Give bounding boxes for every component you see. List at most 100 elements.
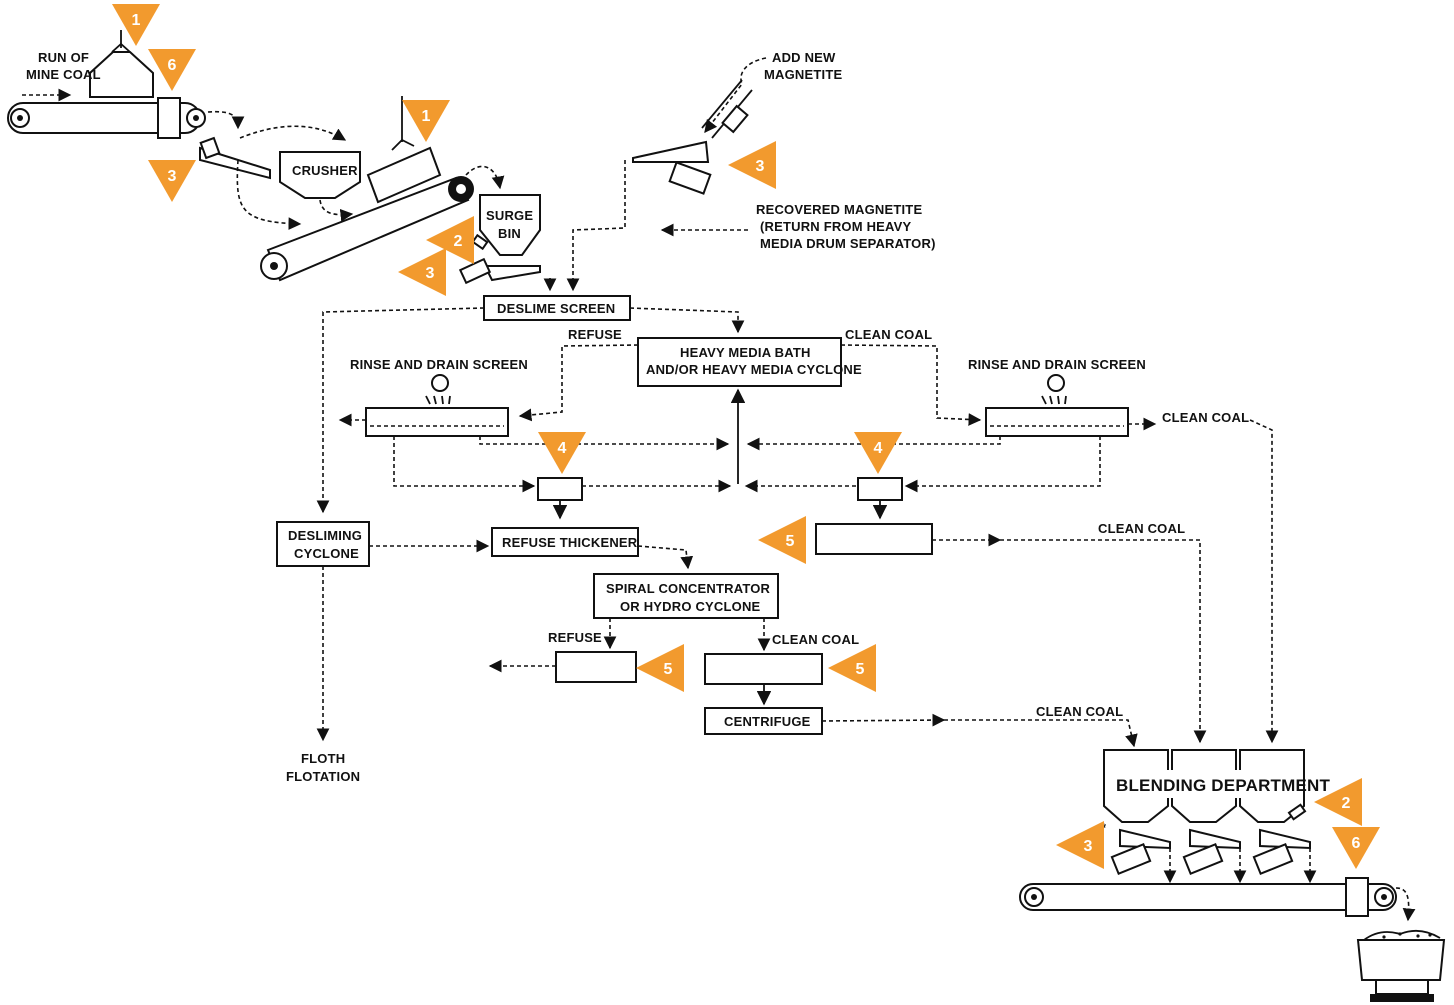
- clean-coal-label-low: CLEAN COAL: [772, 632, 859, 647]
- clean-coal-label-bottom: CLEAN COAL: [1036, 704, 1123, 719]
- heavy-media-label-2: AND/OR HEAVY MEDIA CYCLONE: [646, 362, 862, 377]
- clean-coal-label-top: CLEAN COAL: [845, 327, 932, 342]
- marker-m3a-triangle: [148, 160, 196, 202]
- magnetic-separator-block: [157, 97, 181, 139]
- vibrating-feeder-1: [199, 136, 271, 180]
- clean-coal-label-right: CLEAN COAL: [1162, 410, 1249, 425]
- vacuum-filter-1[interactable]: [815, 523, 933, 555]
- marker-m2b-number: 2: [1342, 795, 1351, 812]
- marker-m6b-number: 6: [1352, 835, 1361, 852]
- add-magnetite-label-1: ADD NEW: [772, 50, 836, 65]
- inclined-conveyor: [260, 176, 474, 282]
- marker-m1a-triangle: [112, 4, 160, 46]
- refuse-label-low: REFUSE: [548, 630, 602, 645]
- centrifuge-label: CENTRIFUGE: [724, 714, 811, 729]
- desliming-label-2: CYCLONE: [294, 546, 359, 561]
- clean-coal-label-mid: CLEAN COAL: [1098, 521, 1185, 536]
- rinse-drain-screen-left[interactable]: [365, 374, 509, 437]
- flow-line: [319, 199, 354, 222]
- floth-label-2: FLOTATION: [286, 769, 360, 784]
- magnetic-separator-bottom: [1345, 877, 1369, 917]
- rinse-screen-left-label: RINSE AND DRAIN SCREEN: [350, 357, 528, 372]
- flow-line: [1395, 887, 1416, 922]
- marker-m5a-number: 5: [786, 533, 795, 550]
- marker-m1b-number: 1: [422, 108, 431, 125]
- marker-m1b-triangle: [402, 100, 450, 142]
- crusher-label: CRUSHER: [292, 163, 358, 178]
- flow-line: [1000, 539, 1207, 744]
- desliming-label-1: DESLIMING: [288, 528, 362, 543]
- crusher[interactable]: CRUSHER: [279, 151, 361, 199]
- marker-m6a-number: 6: [168, 57, 177, 74]
- marker-m2a-number: 2: [454, 233, 463, 250]
- rinse-drain-screen-right[interactable]: [985, 374, 1129, 437]
- flow-line: [629, 307, 745, 334]
- marker-m4b-number: 4: [874, 440, 883, 457]
- refuse-thickener-label: REFUSE THICKENER: [502, 535, 638, 550]
- recovered-magnetite-label-3: MEDIA DRUM SEPARATOR): [760, 236, 936, 251]
- marker-m5a-triangle: [758, 516, 806, 564]
- surge-bin[interactable]: SURGE BIN: [471, 194, 541, 256]
- marker-m2a-triangle: [426, 216, 474, 264]
- marker-m5b-number: 5: [664, 661, 673, 678]
- magnetite-feeder: [632, 79, 753, 195]
- vibrating-feeder-2: [458, 257, 541, 285]
- marker-m3b-triangle: [728, 141, 776, 189]
- flow-line: [566, 160, 626, 292]
- run-of-mine-conveyor: [7, 97, 206, 139]
- marker-m3b-number: 3: [756, 158, 765, 175]
- heavy-media-label-1: HEAVY MEDIA BATH: [680, 345, 811, 360]
- marker-m5c-number: 5: [856, 661, 865, 678]
- marker-m2b-triangle: [1314, 778, 1362, 826]
- flow-line: [904, 436, 1101, 493]
- desliming-cyclone[interactable]: DESLIMING CYCLONE: [276, 521, 370, 567]
- recovered-magnetite-label-1: RECOVERED MAGNETITE: [756, 202, 922, 217]
- run-of-mine-label-2: MINE COAL: [26, 67, 101, 82]
- surge-bin-label-2: BIN: [498, 226, 521, 241]
- marker-m3c-triangle: [398, 248, 446, 296]
- flow-line: [746, 436, 1001, 451]
- deslime-screen[interactable]: DESLIME SCREEN: [483, 295, 631, 321]
- flow-line: [821, 713, 946, 727]
- rail-car: [1356, 929, 1446, 1002]
- rinse-screen-right-label: RINSE AND DRAIN SCREEN: [968, 357, 1146, 372]
- add-magnetite-label-2: MAGNETITE: [764, 67, 842, 82]
- marker-m6b-triangle: [1332, 827, 1380, 869]
- vacuum-filter-refuse[interactable]: [555, 651, 637, 683]
- floth-label-1: FLOTH: [301, 751, 345, 766]
- flow-line: [316, 307, 485, 514]
- spiral-label-1: SPIRAL CONCENTRATOR: [606, 581, 771, 596]
- blending-department[interactable]: BLENDING DEPARTMENT: [1103, 749, 1331, 823]
- vacuum-filter-clean[interactable]: [704, 653, 823, 685]
- marker-m1a-number: 1: [132, 12, 141, 29]
- spiral-label-2: OR HYDRO CYCLONE: [620, 599, 761, 614]
- flow-line: [479, 436, 730, 451]
- marker-m4a-triangle: [538, 432, 586, 474]
- magnetic-separator-left[interactable]: [537, 477, 583, 501]
- flow-line: [1249, 419, 1279, 744]
- flow-line: [840, 344, 982, 426]
- hopper-2: [366, 96, 442, 204]
- flow-line: [393, 436, 536, 493]
- flow-line: [207, 110, 245, 130]
- blending-feeders: [1110, 828, 1311, 876]
- flow-line: [239, 125, 347, 141]
- refuse-thickener[interactable]: REFUSE THICKENER: [491, 527, 639, 557]
- flow-line: [637, 545, 694, 570]
- spiral-concentrator[interactable]: SPIRAL CONCENTRATOR OR HYDRO CYCLONE: [593, 573, 779, 619]
- surge-bin-label-1: SURGE: [486, 208, 533, 223]
- blending-label: BLENDING DEPARTMENT: [1116, 776, 1331, 795]
- heavy-media-bath[interactable]: HEAVY MEDIA BATH AND/OR HEAVY MEDIA CYCL…: [637, 337, 862, 387]
- marker-m3a-number: 3: [168, 168, 177, 185]
- centrifuge[interactable]: CENTRIFUGE: [704, 707, 823, 735]
- marker-m3c-number: 3: [426, 265, 435, 282]
- flow-line: [518, 344, 639, 422]
- flow-line: [236, 159, 302, 231]
- refuse-label-top: REFUSE: [568, 327, 622, 342]
- marker-m4a-number: 4: [558, 440, 567, 457]
- marker-m4b-triangle: [854, 432, 902, 474]
- run-of-mine-label-1: RUN OF: [38, 50, 89, 65]
- magnetic-separator-right[interactable]: [857, 477, 903, 501]
